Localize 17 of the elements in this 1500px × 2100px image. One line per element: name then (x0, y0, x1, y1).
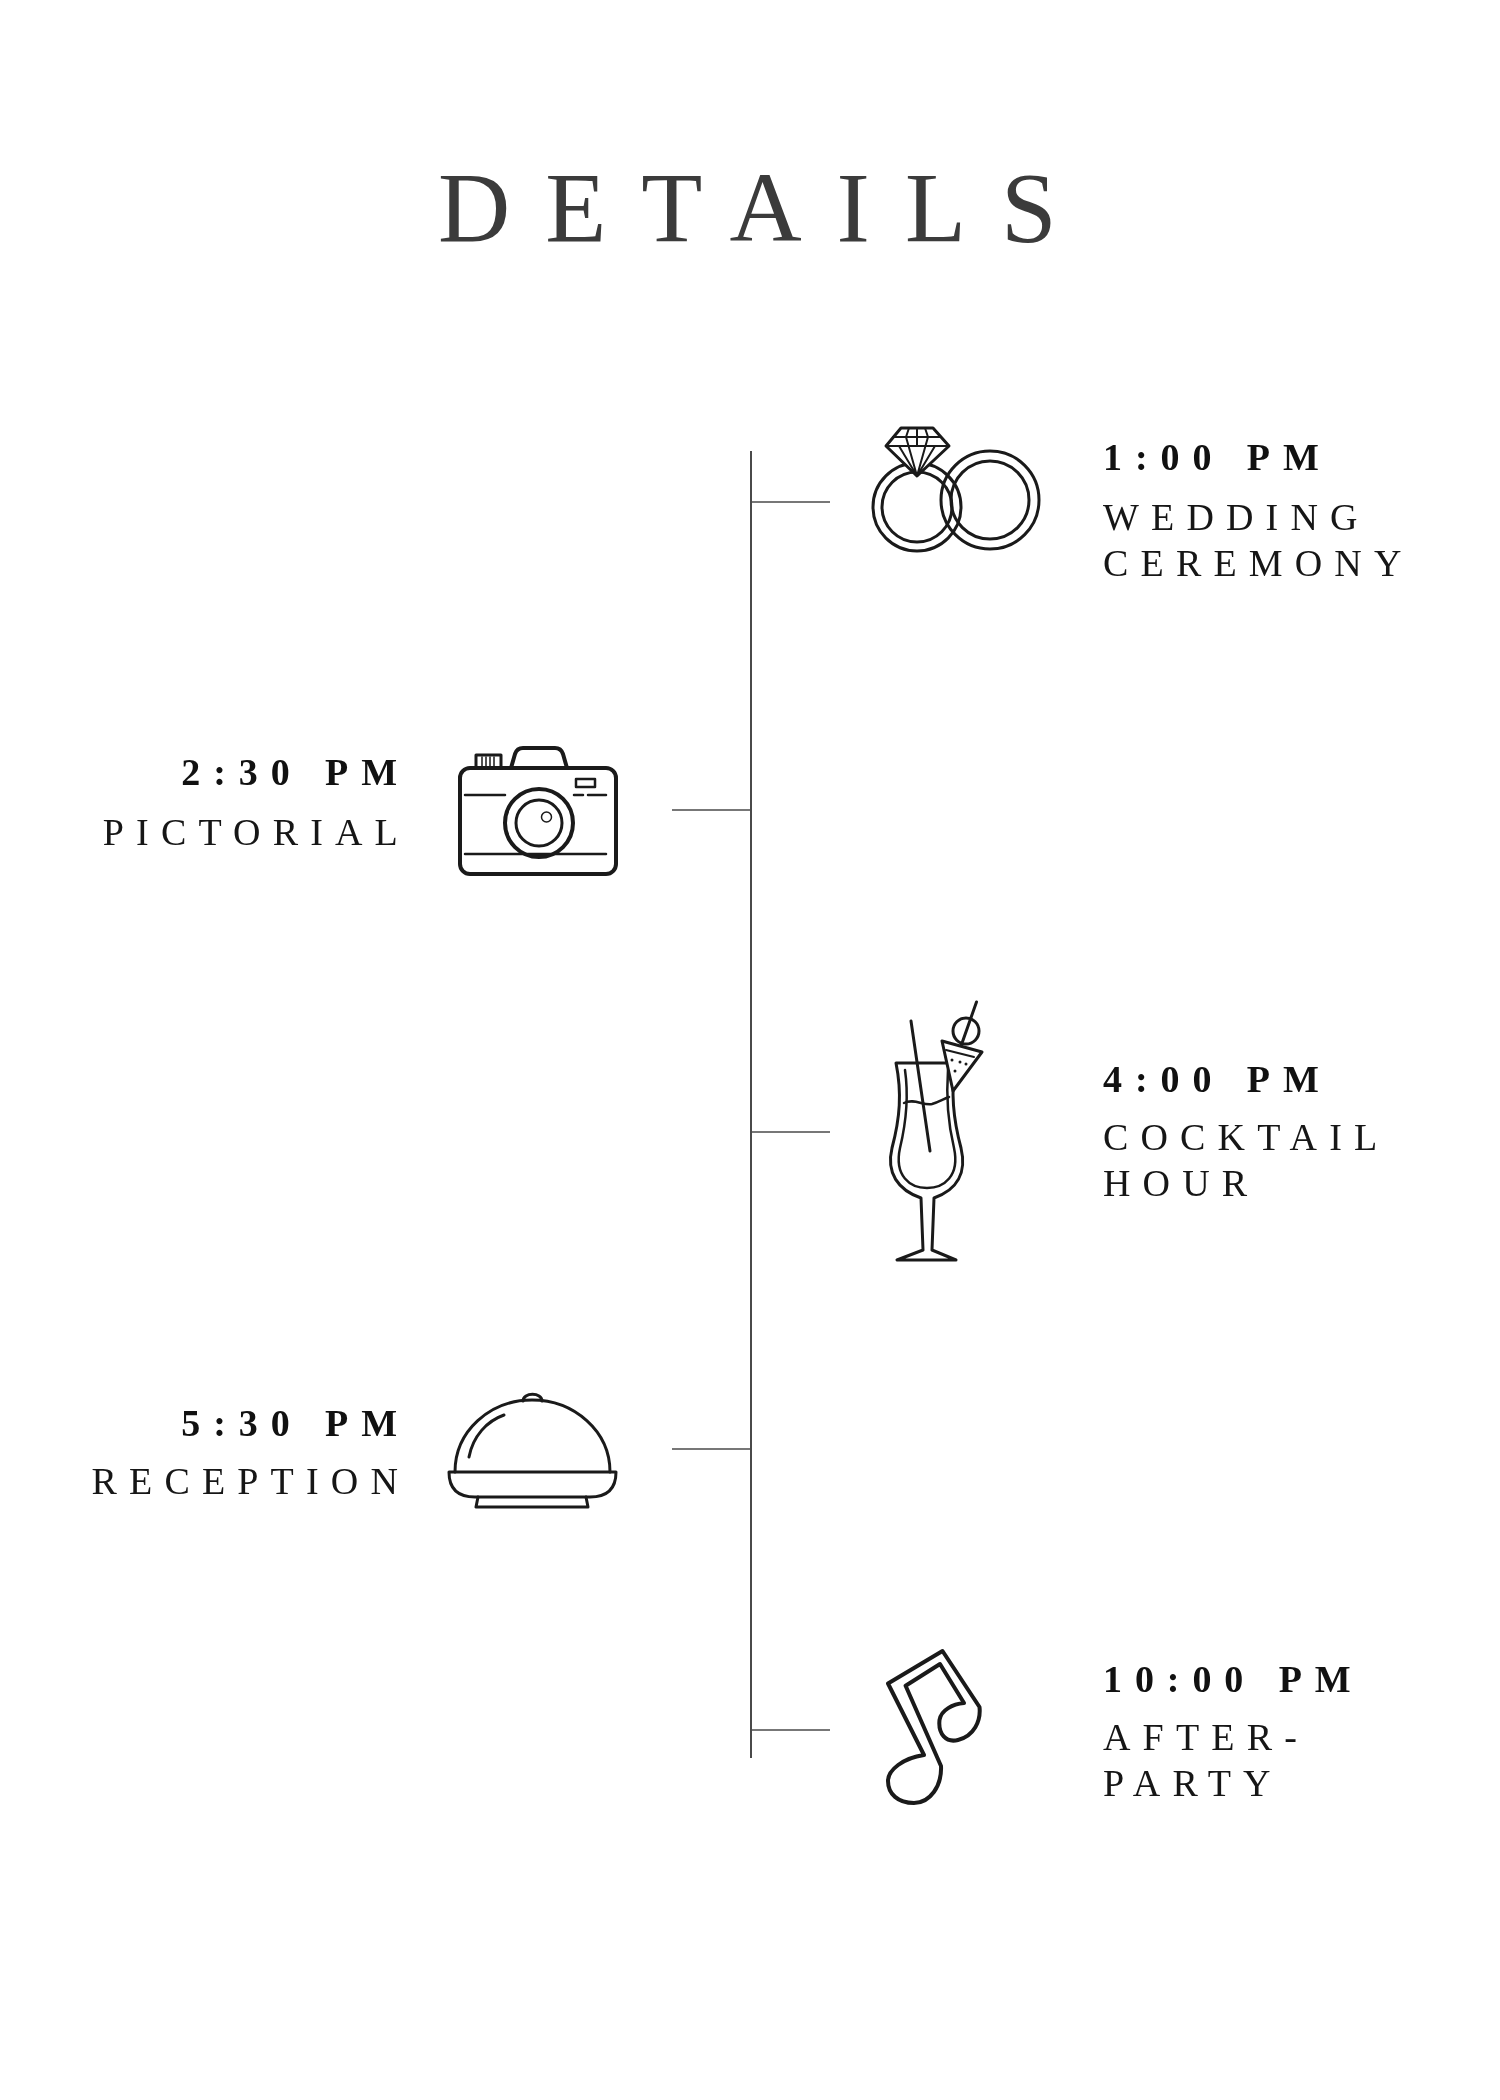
timeline-line (750, 451, 752, 1758)
timeline-tick (751, 1729, 831, 1731)
timeline-tick (671, 1448, 751, 1450)
event-title: PICTORIAL (101, 810, 410, 855)
timeline-tick (751, 1131, 831, 1133)
event-time: 10:00 PM (1103, 1657, 1365, 1701)
event-time: 1:00 PM (1103, 435, 1333, 479)
event-title: AFTER-PARTY (1103, 1715, 1310, 1806)
event-title: RECEPTION (90, 1459, 410, 1504)
event-time: 4:00 PM (1103, 1057, 1333, 1101)
event-title: WEDDING CEREMONY (1103, 495, 1415, 586)
event-time: 2:30 PM (180, 750, 410, 794)
title: DETAILS (438, 158, 1092, 258)
event-time: 5:30 PM (180, 1401, 410, 1445)
timeline-tick (751, 501, 831, 503)
timeline-tick (671, 809, 751, 811)
event-title: COCKTAIL HOUR (1103, 1115, 1389, 1206)
